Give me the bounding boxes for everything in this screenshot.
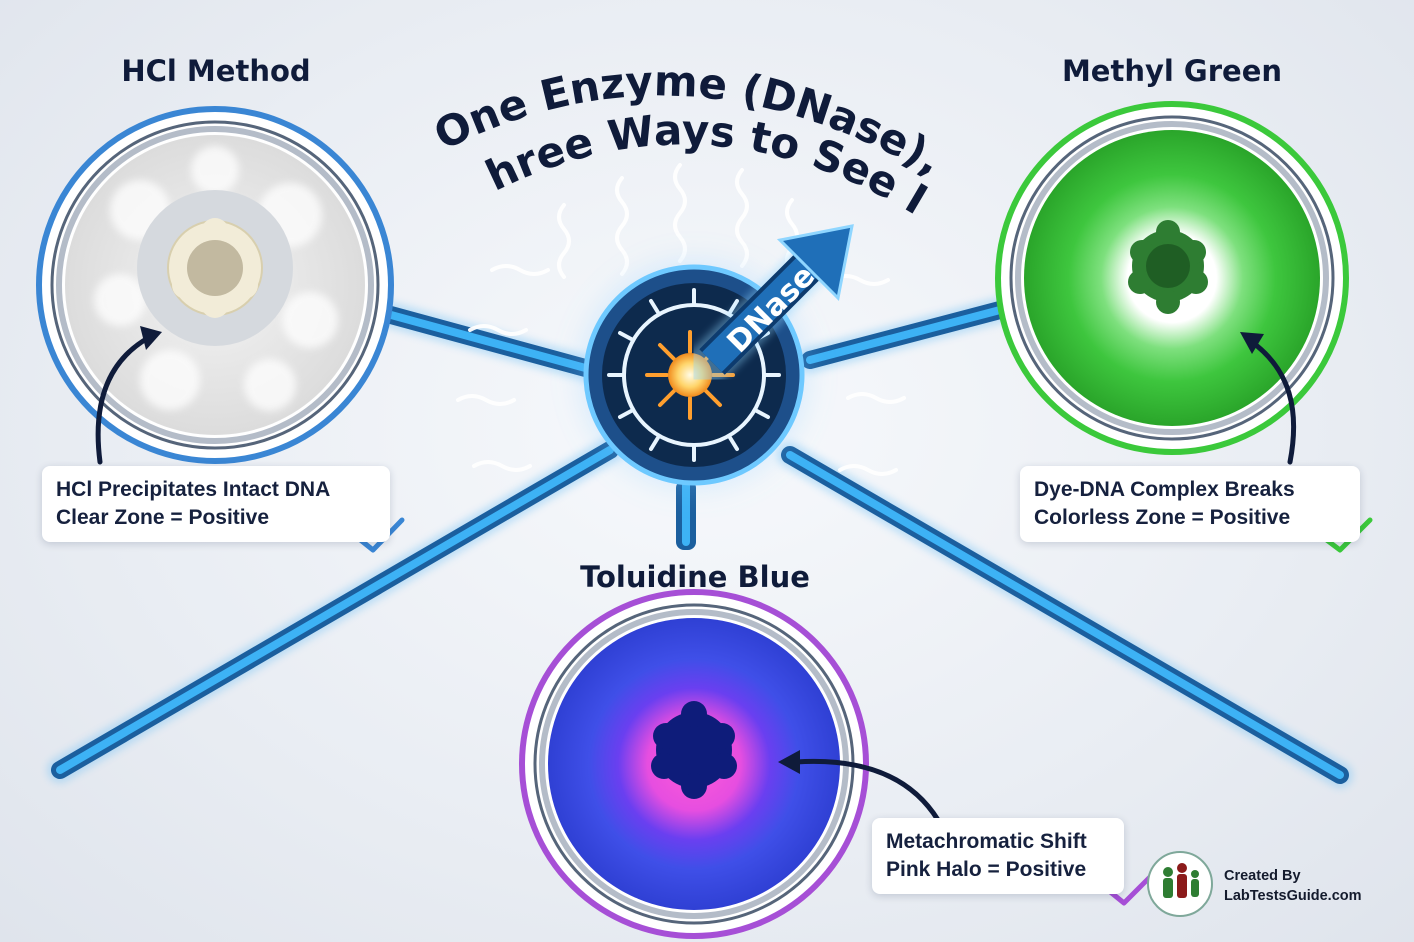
methyl-green-plate xyxy=(995,101,1349,465)
credit-line-1: Created By xyxy=(1224,868,1301,884)
hcl-check-icon xyxy=(355,517,405,553)
toluidine-blue-colony xyxy=(651,701,737,799)
toluidine-blue-note-line-1: Metachromatic Shift xyxy=(886,830,1087,853)
toluidine-blue-note: Metachromatic Shift Pink Halo = Positive xyxy=(872,818,1124,894)
logo-icon xyxy=(1147,851,1213,917)
toluidine-blue-note-line-2: Pink Halo = Positive xyxy=(886,858,1087,881)
methyl-green-colony xyxy=(1128,220,1208,314)
methyl-green-curved-arrow-icon xyxy=(1249,339,1297,465)
hcl-note-line-1: HCl Precipitates Intact DNA xyxy=(56,478,331,501)
hcl-note-line-2: Clear Zone = Positive xyxy=(56,506,269,529)
toluidine-blue-heading: Toluidine Blue xyxy=(580,560,810,594)
credit-block: Created By LabTestsGuide.com xyxy=(1224,866,1362,906)
hcl-method-plate xyxy=(36,106,394,465)
toluidine-curved-arrow-icon xyxy=(793,758,941,823)
arrow-up-right-icon xyxy=(683,224,854,390)
methyl-green-heading: Methyl Green xyxy=(1061,54,1283,88)
methyl-green-note: Dye-DNA Complex Breaks Colorless Zone = … xyxy=(1020,466,1360,542)
hcl-curved-arrow-icon xyxy=(95,335,151,465)
hcl-colony xyxy=(167,218,263,318)
toluidine-blue-plate xyxy=(519,589,941,939)
hcl-method-heading: HCl Method xyxy=(121,54,311,88)
methyl-green-check-icon xyxy=(1321,517,1373,553)
methyl-green-note-line-1: Dye-DNA Complex Breaks xyxy=(1034,478,1295,501)
methyl-green-note-line-2: Colorless Zone = Positive xyxy=(1034,506,1291,529)
hcl-note: HCl Precipitates Intact DNA Clear Zone =… xyxy=(42,466,390,542)
toluidine-check-icon xyxy=(1105,870,1157,906)
credit-line-2: LabTestsGuide.com xyxy=(1224,888,1362,904)
